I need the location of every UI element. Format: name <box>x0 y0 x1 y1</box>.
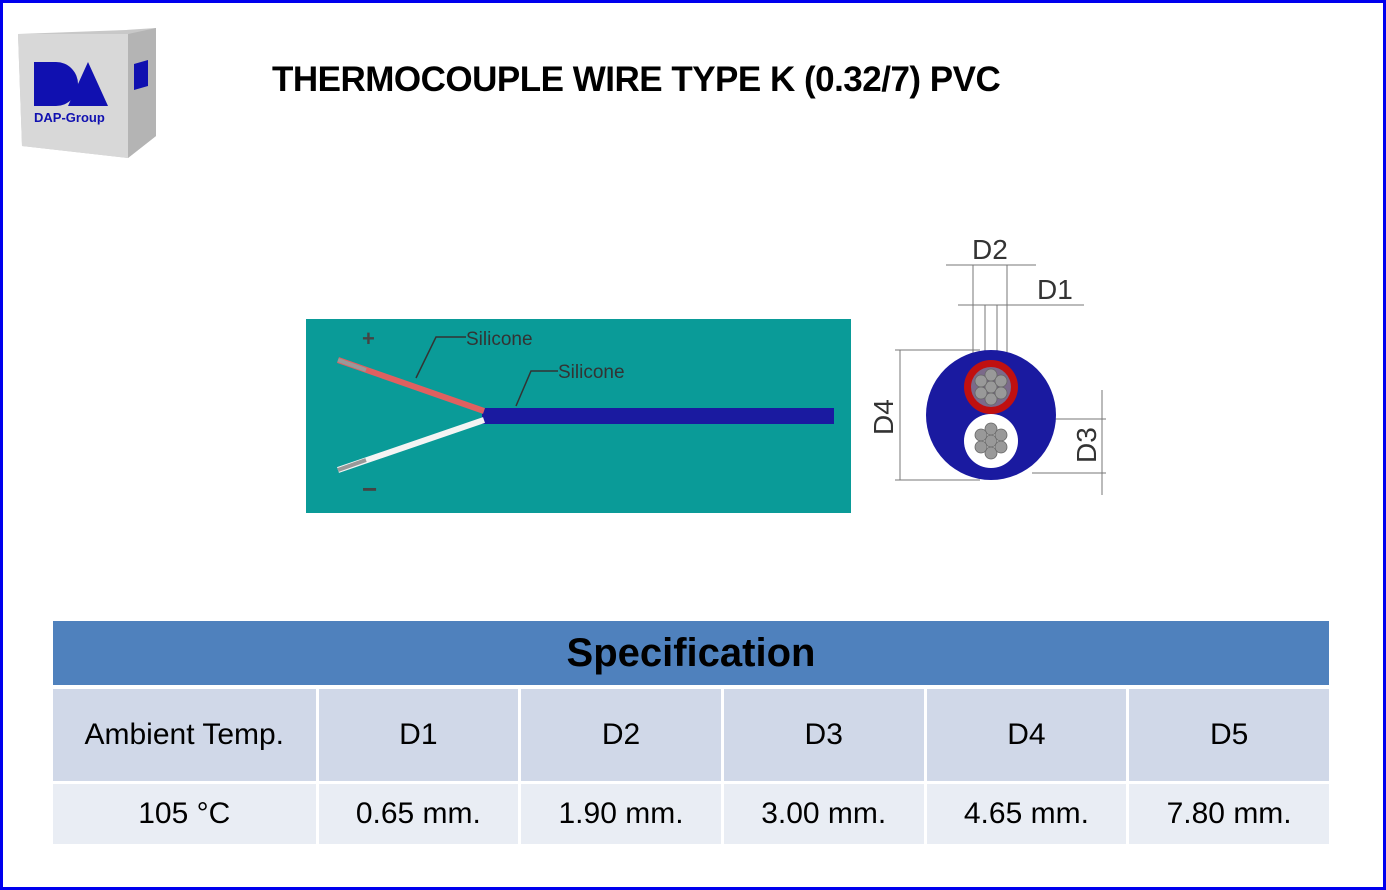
header-d5: D5 <box>1129 689 1329 784</box>
specification-table: Specification Ambient Temp. D1 D2 D3 D4 … <box>53 621 1329 844</box>
header-ambient-temp: Ambient Temp. <box>53 689 319 784</box>
svg-text:DAP-Group: DAP-Group <box>34 110 105 125</box>
value-ambient-temp: 105 °C <box>53 784 319 844</box>
dim-d1: D1 <box>1037 274 1073 305</box>
dap-group-logo: DAP-Group <box>18 28 156 158</box>
header-d2: D2 <box>521 689 724 784</box>
header-d1: D1 <box>318 689 522 784</box>
header-d4: D4 <box>926 689 1130 784</box>
jacket <box>482 408 834 424</box>
value-d5: 7.80 mm. <box>1129 784 1329 844</box>
table-title: Specification <box>53 621 1329 689</box>
page-title: THERMOCOUPLE WIRE TYPE K (0.32/7) PVC <box>272 60 1001 99</box>
wire-diagram: + − Silicone Silicone <box>306 319 851 513</box>
cross-section-diagram: D2 D1 D4 D3 <box>868 234 1106 495</box>
value-d4: 4.65 mm. <box>926 784 1130 844</box>
table-row: 105 °C 0.65 mm. 1.90 mm. 3.00 mm. 4.65 m… <box>53 784 1329 844</box>
header-d3: D3 <box>723 689 927 784</box>
negative-label: − <box>362 474 377 504</box>
callout-silicone-2: Silicone <box>558 362 625 383</box>
table-header-row: Ambient Temp. D1 D2 D3 D4 D5 <box>53 689 1329 784</box>
dim-d2: D2 <box>972 234 1008 265</box>
positive-label: + <box>362 326 375 351</box>
value-d3: 3.00 mm. <box>723 784 927 844</box>
value-d2: 1.90 mm. <box>521 784 724 844</box>
dim-d4: D4 <box>868 399 899 435</box>
dim-d3: D3 <box>1071 427 1102 463</box>
value-d1: 0.65 mm. <box>318 784 522 844</box>
callout-silicone-1: Silicone <box>466 329 533 350</box>
